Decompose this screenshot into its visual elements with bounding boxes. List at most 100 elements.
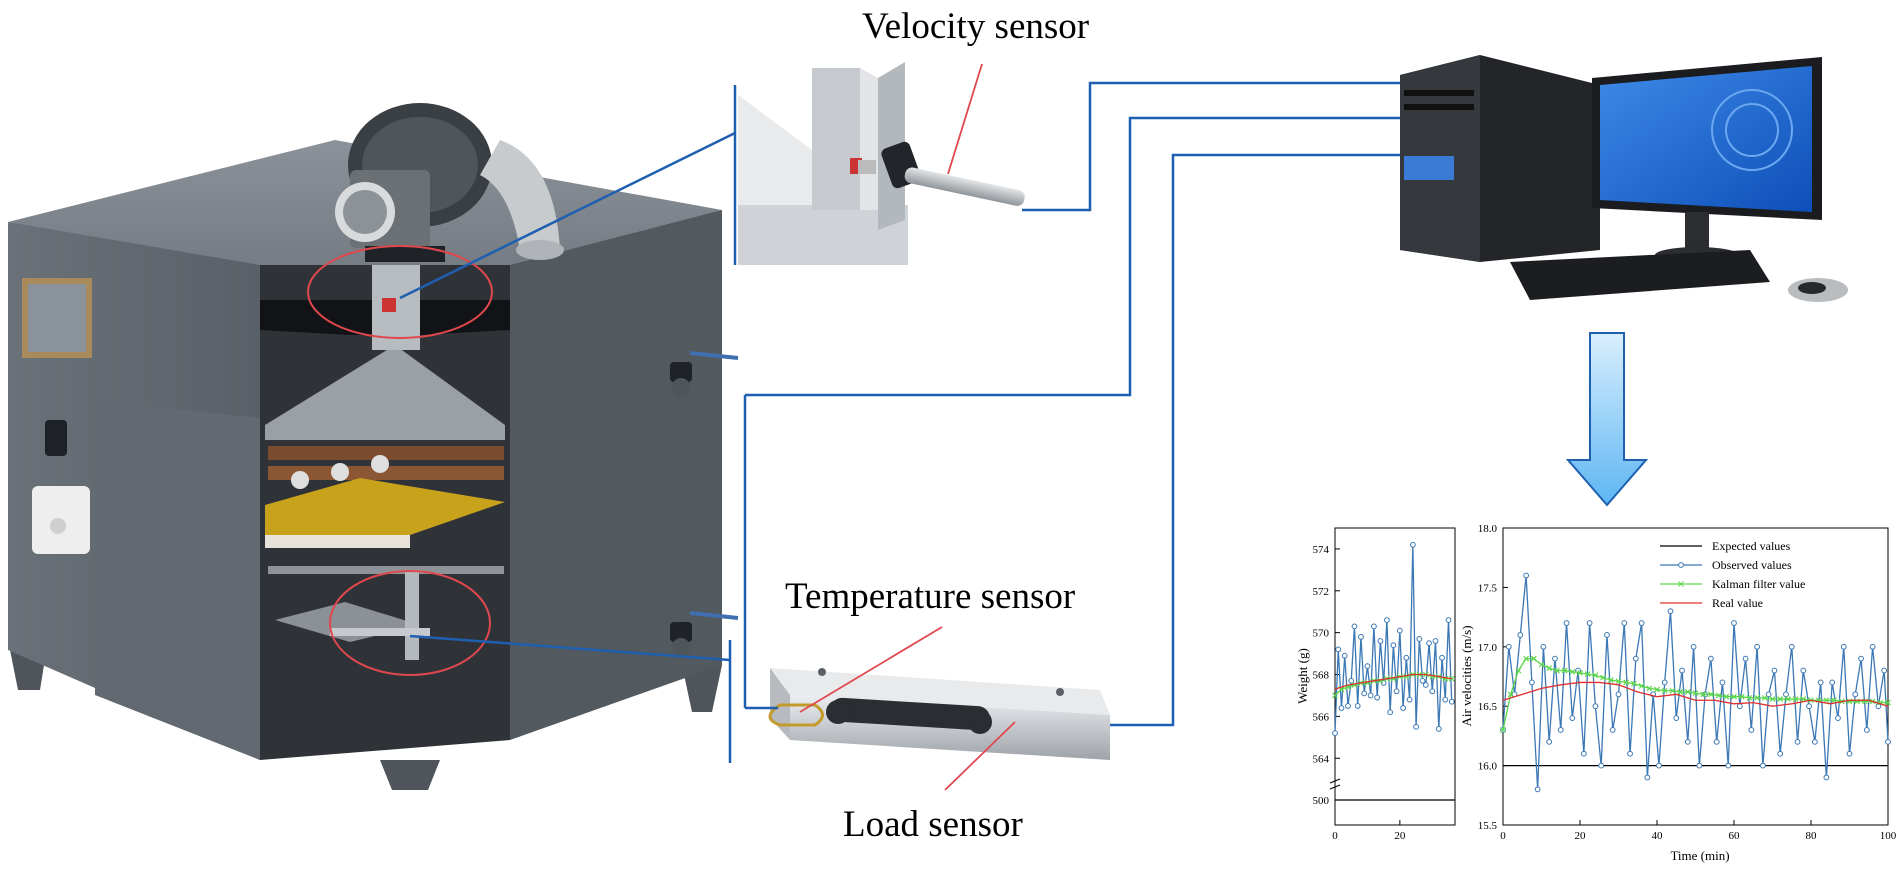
data-point: [1754, 694, 1761, 701]
data-point: [1592, 672, 1599, 679]
chamber-valve: [670, 351, 739, 396]
data-point: [1869, 643, 1876, 650]
data-point: [1690, 643, 1697, 650]
load-sensor-callout: [329, 570, 491, 676]
data-point: [1759, 762, 1766, 769]
temperature-sensor-label: Temperature sensor: [785, 576, 1075, 617]
data-point: [1380, 679, 1387, 686]
series-line-1: [1502, 575, 1889, 790]
data-point: [1561, 667, 1568, 674]
data-point: [1731, 693, 1737, 700]
x-tick-label: 100: [1880, 830, 1897, 842]
data-point: [1383, 617, 1390, 624]
series-line-3: [1502, 681, 1889, 707]
pc-keyboard: [1510, 250, 1770, 300]
data-point: [1638, 620, 1645, 626]
data-point: [1552, 655, 1558, 662]
data-point: [1654, 686, 1660, 693]
x-tick-label: 80: [1806, 830, 1818, 842]
data-point: [1345, 703, 1351, 709]
data-point: [1553, 667, 1560, 674]
data-point: [1723, 693, 1730, 700]
legend-label: Observed values: [1712, 558, 1792, 572]
data-point: [1835, 715, 1841, 721]
y-tick-label: 16.5: [1478, 701, 1498, 713]
data-point: [1523, 572, 1529, 579]
data-point: [1515, 667, 1522, 674]
data-point: [1448, 675, 1455, 682]
x-tick-label: 60: [1729, 830, 1741, 842]
data-point: [1852, 691, 1859, 698]
material-tray: [265, 478, 505, 535]
data-point: [1400, 705, 1407, 711]
data-point: [1783, 691, 1789, 698]
data-point: [1777, 750, 1784, 757]
load-to-pc-wire: [1110, 153, 1400, 727]
y-tick-label: 566: [1313, 711, 1330, 723]
data-point: [1667, 608, 1674, 615]
data-point: [1677, 689, 1684, 695]
data-point: [1505, 643, 1512, 650]
velocity-sensor-callout: [307, 245, 493, 339]
data-point: [1858, 655, 1864, 662]
data-point: [1358, 633, 1364, 640]
data-point: [1354, 703, 1361, 709]
data-point: [1679, 667, 1685, 674]
series-line-2: [1334, 673, 1452, 690]
drying-chamber: [8, 103, 739, 790]
y-tick-label: 18.0: [1478, 523, 1498, 535]
data-point: [1584, 671, 1591, 678]
data-point: [1374, 694, 1381, 701]
data-point: [1632, 655, 1639, 662]
data-point: [1669, 687, 1676, 694]
data-point: [1406, 696, 1413, 703]
data-point: [1557, 727, 1564, 733]
data-point: [1784, 696, 1791, 702]
data-point: [1623, 679, 1630, 686]
data-point: [1638, 683, 1645, 689]
data-point: [1523, 655, 1530, 662]
data-point: [1661, 679, 1668, 686]
weight-y-axis-label: Weight (g): [1295, 648, 1310, 704]
temperature-probe: [768, 703, 824, 727]
data-point: [1761, 694, 1768, 701]
data-point: [1644, 774, 1651, 781]
pc-screen: [1600, 66, 1812, 212]
data-point: [1621, 620, 1628, 626]
y-tick-label: 500: [1313, 795, 1330, 807]
data-point: [1598, 762, 1605, 769]
data-point: [1846, 750, 1853, 757]
data-point: [1684, 738, 1691, 745]
data-point: [1692, 690, 1699, 697]
data-point: [1530, 655, 1537, 662]
chamber-right-side: [510, 210, 722, 740]
data-point: [1615, 691, 1622, 698]
computer: [1400, 55, 1848, 302]
data-point: [1534, 786, 1541, 793]
data-point: [1646, 685, 1653, 692]
data-point: [1435, 726, 1442, 732]
chamber-foot: [380, 760, 440, 790]
data-point: [1416, 636, 1423, 642]
data-point: [1429, 688, 1436, 695]
y-tick-label: 568: [1313, 670, 1330, 682]
velocity-y-axis-label: Air velocities (m/s): [1459, 625, 1474, 726]
data-point: [1528, 679, 1535, 686]
data-point: [1748, 727, 1755, 733]
y-tick-label: 15.5: [1478, 820, 1498, 832]
legend-label: Real value: [1712, 596, 1763, 610]
data-point: [1771, 667, 1778, 674]
load-cell: [768, 626, 1110, 791]
data-point: [1586, 620, 1593, 626]
velocity-sensor-label: Velocity sensor: [862, 6, 1089, 47]
data-point: [1371, 623, 1377, 630]
data-point: [1448, 698, 1455, 705]
data-point: [1422, 682, 1429, 688]
data-point: [1725, 762, 1732, 769]
data-point: [1546, 738, 1553, 745]
legend-label: Expected values: [1712, 539, 1791, 553]
data-point: [1794, 738, 1801, 745]
